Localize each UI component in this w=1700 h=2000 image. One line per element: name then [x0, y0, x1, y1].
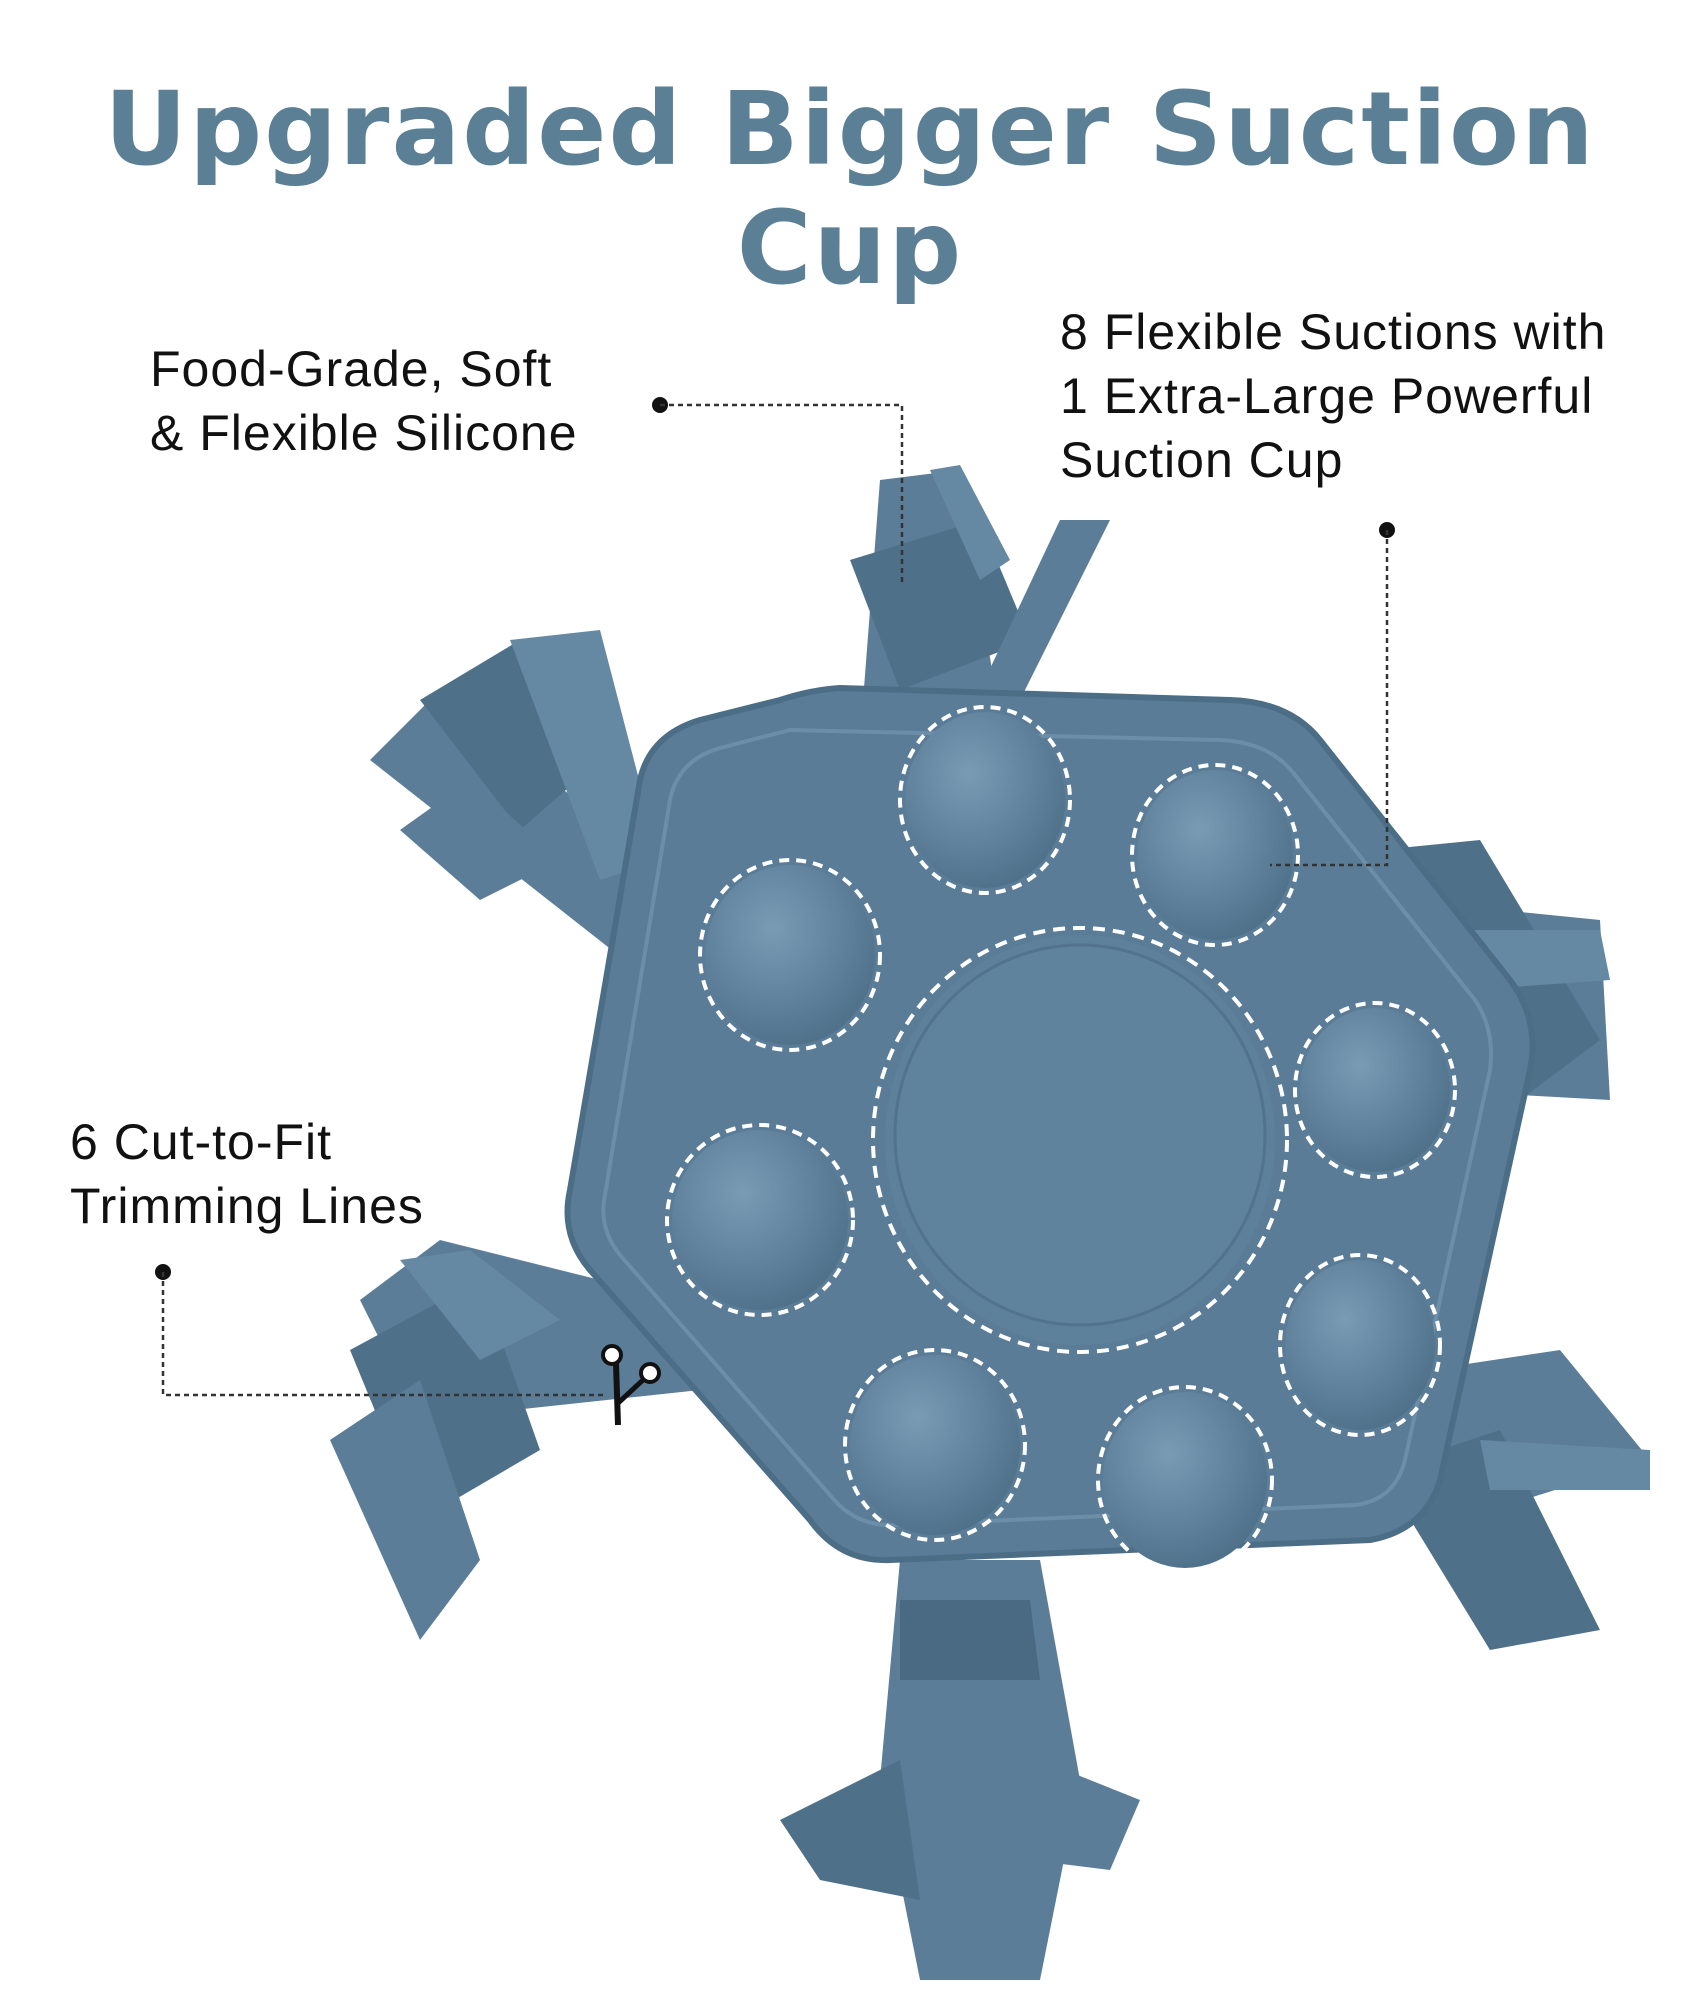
callout-suctions: 8 Flexible Suctions with 1 Extra-Large P…: [1060, 300, 1606, 492]
callout-material-line-2: & Flexible Silicone: [150, 405, 578, 461]
clip-arm-bottom: [780, 1560, 1140, 1980]
suction-cup-4: [1293, 1001, 1457, 1179]
callout-trim-line-1: 6 Cut-to-Fit: [70, 1114, 333, 1170]
callout-material: Food-Grade, Soft & Flexible Silicone: [150, 337, 578, 465]
callout-suctions-line-1: 8 Flexible Suctions with: [1060, 304, 1607, 360]
callout-suctions-line-2: 1 Extra-Large Powerful: [1060, 368, 1594, 424]
clip-arm-left: [330, 1240, 720, 1640]
scissors-icon: [601, 1344, 661, 1426]
callout-trim: 6 Cut-to-Fit Trimming Lines: [70, 1110, 424, 1238]
small-suction-cups: [665, 705, 1457, 1575]
suction-cup-3: [698, 858, 882, 1052]
suction-cup-6: [1278, 1253, 1442, 1437]
hexagon-rim: [601, 727, 1493, 1528]
suction-cup-5: [665, 1123, 855, 1317]
suction-cup-2: [1130, 763, 1300, 947]
page-title: Upgraded Bigger Suction Cup: [104, 70, 1596, 308]
suction-cup-7: [843, 1348, 1027, 1542]
leader-suctions: [1270, 522, 1395, 867]
callout-material-line-1: Food-Grade, Soft: [150, 341, 553, 397]
leader-material: [652, 397, 904, 585]
clip-arm-top: [850, 465, 1110, 740]
suction-cup-1: [898, 705, 1072, 895]
callout-trim-line-2: Trimming Lines: [70, 1178, 424, 1234]
suction-cup-8: [1096, 1385, 1274, 1575]
leader-trim: [155, 1264, 605, 1397]
callout-suctions-line-3: Suction Cup: [1060, 432, 1344, 488]
large-suction-cup: [871, 926, 1289, 1354]
